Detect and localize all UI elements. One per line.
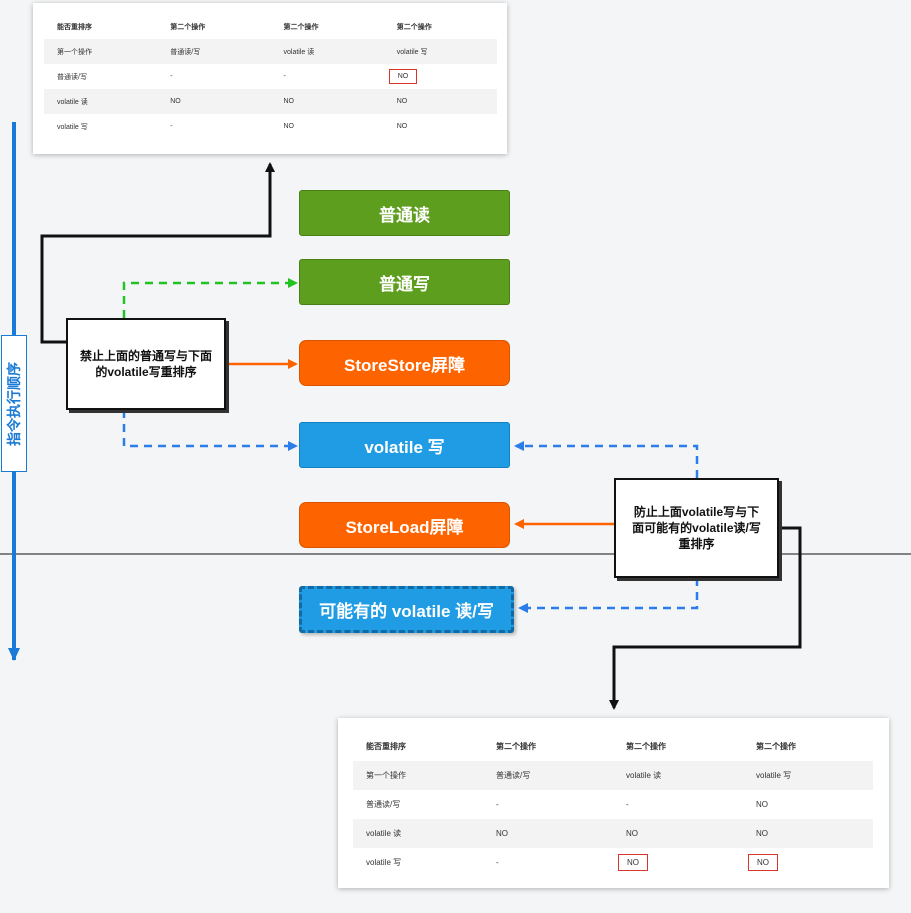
table-cell: 普通读/写 [157,39,271,64]
table-cell: NO [743,819,873,848]
blue-dashed-arrow-possible [518,578,699,613]
table-cell: 普通读/写 [483,761,613,790]
table-cell: 第二个操作 [496,742,536,751]
table-cell: 第二个操作 [396,23,432,31]
table-cell: 第一个操作 [353,761,483,790]
volatile-write-block: volatile 写 [299,422,510,468]
table-row: 第一个操作 普通读/写 volatile 读 volatile 写 [353,761,873,790]
note-text: 面可能有的volatile读/写 [632,520,761,535]
black-arrow-to-top-table [40,162,275,344]
left-note-box: 禁止上面的普通写与下面 的volatile写重排序 [66,318,226,410]
note-text: 禁止上面的普通写与下面 [79,348,212,363]
table-cell: volatile 写 [366,858,402,867]
table-cell: volatile 写 [743,761,873,790]
normal-read-block: 普通读 [299,190,510,236]
normal-write-block: 普通写 [299,259,510,305]
table-cell-highlighted: NO [743,848,873,877]
right-note-box: 防止上面volatile写与下 面可能有的volatile读/写 重排序 [614,478,779,578]
table-cell: NO [756,800,768,809]
highlight-box: NO [388,69,418,84]
note-text: 的volatile写重排序 [95,365,197,379]
table-cell: volatile 读 [613,761,743,790]
note-text: 防止上面volatile写与下 [633,504,760,519]
table-cell: 第二个操作 [756,742,796,751]
table-cell-highlighted: NO [384,64,497,89]
blue-dashed-arrow-volatile-write [514,441,699,478]
table-row: 能否重排序 第二个操作 第二个操作 第二个操作 [44,14,497,39]
highlight-box: NO [618,854,648,871]
table-row: volatile 读 NO NO NO [44,89,497,114]
table-cell: NO [613,819,743,848]
axis-label-text: 指令执行顺序 [6,361,22,446]
table-cell: 第二个操作 [626,742,666,751]
blue-dashed-arrow-left [122,410,298,451]
table-cell: 第一个操作 [44,39,158,64]
table-cell: NO [283,123,295,130]
table-cell: volatile 读 [44,89,158,114]
table-cell: volatile 读 [270,39,384,64]
table-cell: - [170,123,173,130]
green-dashed-arrow [122,278,298,318]
table-cell: 普通读/写 [57,73,87,81]
table-cell-highlighted: NO [613,848,743,877]
table-cell: - [283,73,286,80]
black-arrow-to-bottom-table [609,526,802,710]
storestore-barrier-block: StoreStore屏障 [299,340,510,386]
execution-order-label: 指令执行顺序 [1,335,27,472]
table-cell: - [496,858,499,867]
table-row: volatile 读 NO NO NO [353,819,873,848]
table-cell: NO [396,123,408,130]
possible-volatile-block: 可能有的 volatile 读/写 [299,586,514,633]
table-cell: 能否重排序 [57,23,92,31]
table-cell: NO [383,89,497,114]
table-cell: 第二个操作 [170,23,206,31]
table-row: volatile 写 - NO NO [353,848,873,877]
table-row: volatile 写 - NO NO [44,114,497,139]
table-cell: NO [270,89,384,114]
table-row: 第一个操作 普通读/写 volatile 读 volatile 写 [44,39,497,64]
table-cell: 第二个操作 [283,23,319,31]
table-row: 普通读/写 - - NO [353,790,873,819]
table-cell: 普通读/写 [366,800,401,809]
table-cell: - [626,800,629,809]
table-cell: NO [157,89,271,114]
reorder-table-bottom: 能否重排序 第二个操作 第二个操作 第二个操作 第一个操作 普通读/写 vola… [338,718,889,888]
table-cell: volatile 写 [57,123,88,131]
table-row: 能否重排序 第二个操作 第二个操作 第二个操作 [353,732,873,761]
table-cell: 能否重排序 [366,742,406,751]
table-cell: NO [483,819,613,848]
table-cell: - [496,800,499,809]
table-row: 普通读/写 - - NO [44,64,497,89]
table-cell: volatile 写 [383,39,497,64]
table-cell: - [170,73,173,80]
storeload-barrier-block: StoreLoad屏障 [299,502,510,548]
note-text: 重排序 [678,537,715,552]
table-cell: volatile 读 [353,819,483,848]
highlight-box: NO [748,854,778,871]
reorder-table-top: 能否重排序 第二个操作 第二个操作 第二个操作 第一个操作 普通读/写 vola… [33,3,507,154]
